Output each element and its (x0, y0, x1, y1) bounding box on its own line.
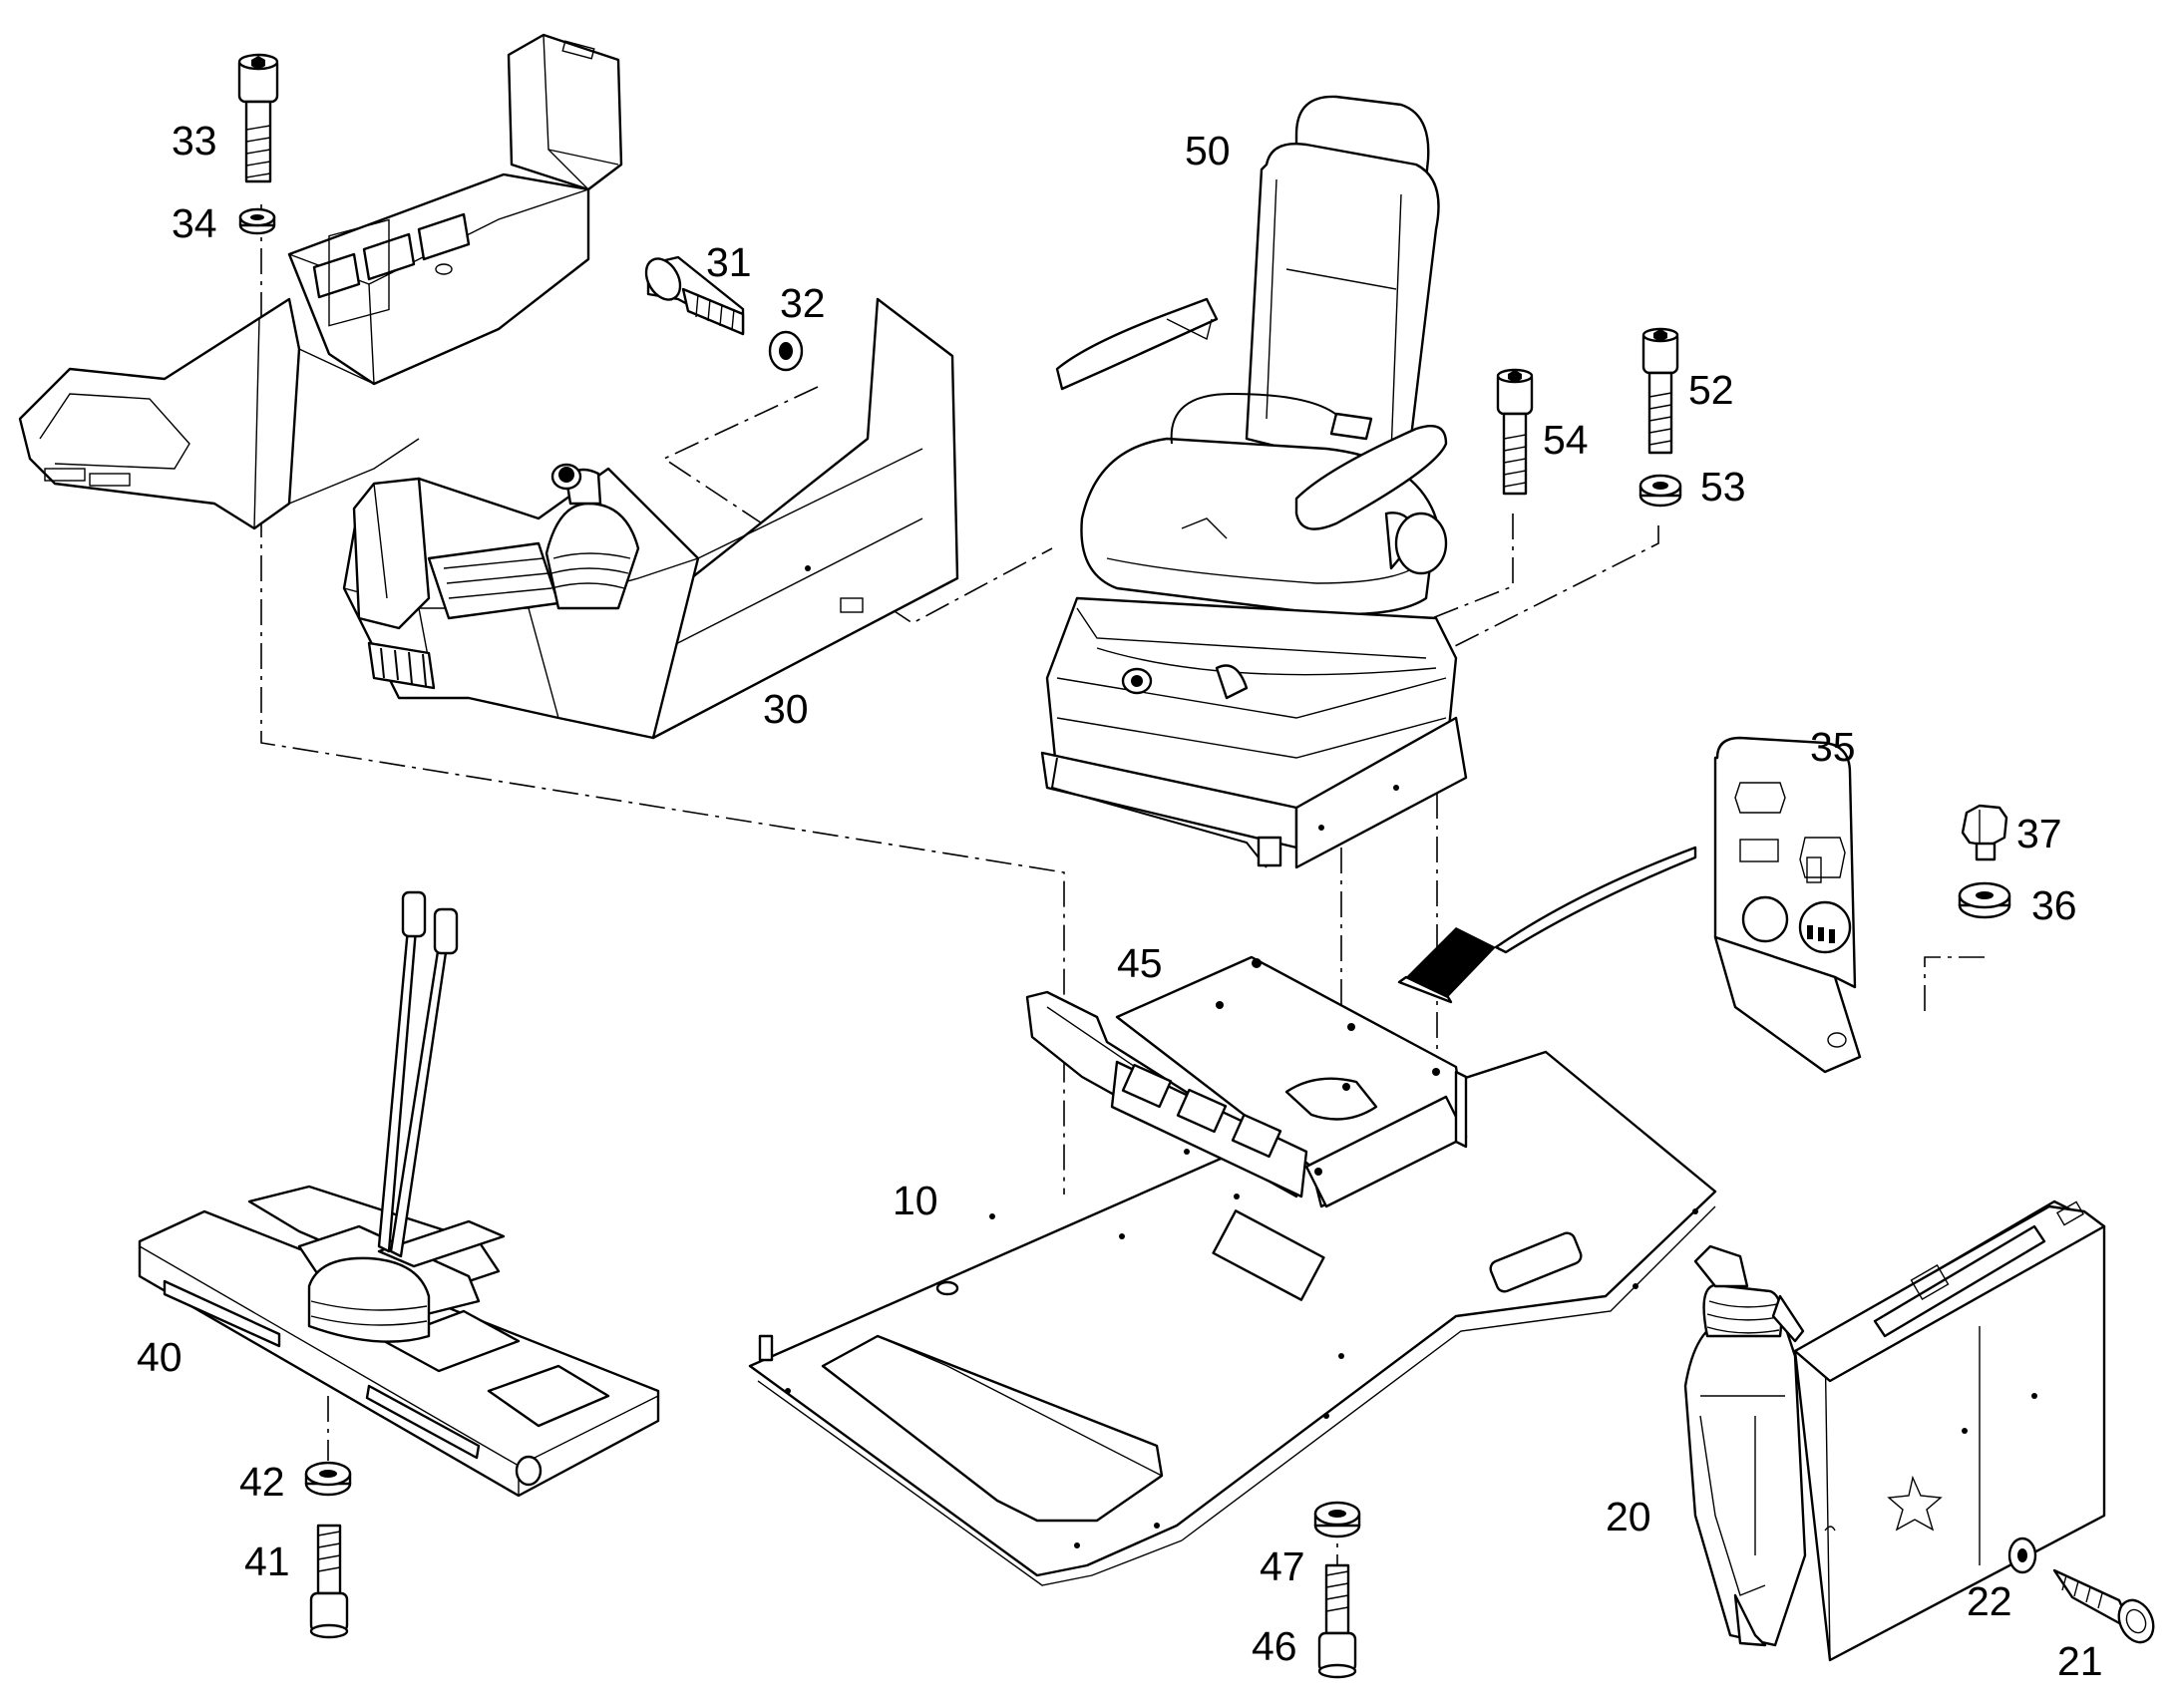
floor-plate (748, 1050, 1717, 1586)
washer-34 (238, 207, 276, 235)
callout-33: 33 (172, 118, 217, 164)
washer-47 (1313, 1501, 1361, 1538)
callout-35: 35 (1810, 724, 1856, 770)
callout-30: 30 (763, 686, 809, 732)
bolt-37 (1961, 804, 2008, 861)
callout-54: 54 (1543, 417, 1589, 463)
screw-31 (644, 255, 745, 336)
screw-41 (309, 1524, 349, 1639)
right-control-console (1683, 1199, 2106, 1662)
callout-41: 41 (244, 1538, 290, 1584)
screw-54 (1496, 368, 1534, 496)
switch-panel (1713, 736, 1862, 1074)
screw-33 (237, 53, 279, 183)
screw-46 (1317, 1563, 1357, 1679)
travel-pedal-assembly (138, 890, 660, 1498)
callout-47: 47 (1260, 1543, 1305, 1589)
washer-36 (1958, 881, 2011, 919)
callout-40: 40 (137, 1334, 182, 1380)
callout-36: 36 (2031, 882, 2077, 928)
callout-37: 37 (2016, 811, 2062, 856)
callout-50: 50 (1185, 128, 1231, 173)
washer-42 (304, 1461, 352, 1497)
callout-32: 32 (780, 280, 826, 326)
washer-22 (2007, 1537, 2037, 1574)
left-control-console (342, 297, 959, 740)
callout-10: 10 (893, 1178, 938, 1223)
callout-42: 42 (239, 1459, 285, 1505)
washer-32 (768, 330, 804, 372)
dashboard-panel (18, 33, 623, 530)
callout-31: 31 (706, 239, 752, 285)
screw-21 (2052, 1568, 2155, 1644)
callout-labels: 33 34 31 32 50 54 52 53 30 35 37 36 45 1… (137, 118, 2103, 1684)
callout-46: 46 (1252, 1623, 1297, 1669)
washer-53 (1638, 474, 1682, 508)
callout-21: 21 (2057, 1638, 2103, 1684)
callout-45: 45 (1117, 940, 1163, 986)
callout-20: 20 (1606, 1494, 1651, 1539)
operator-seat (1040, 95, 1468, 869)
callout-22: 22 (1967, 1578, 2012, 1624)
seat-bracket (1025, 955, 1468, 1208)
callout-34: 34 (172, 200, 217, 246)
callout-53: 53 (1700, 464, 1746, 510)
callout-52: 52 (1688, 367, 1734, 413)
pointer-arrow (1397, 846, 1697, 1004)
screw-52 (1641, 327, 1679, 455)
